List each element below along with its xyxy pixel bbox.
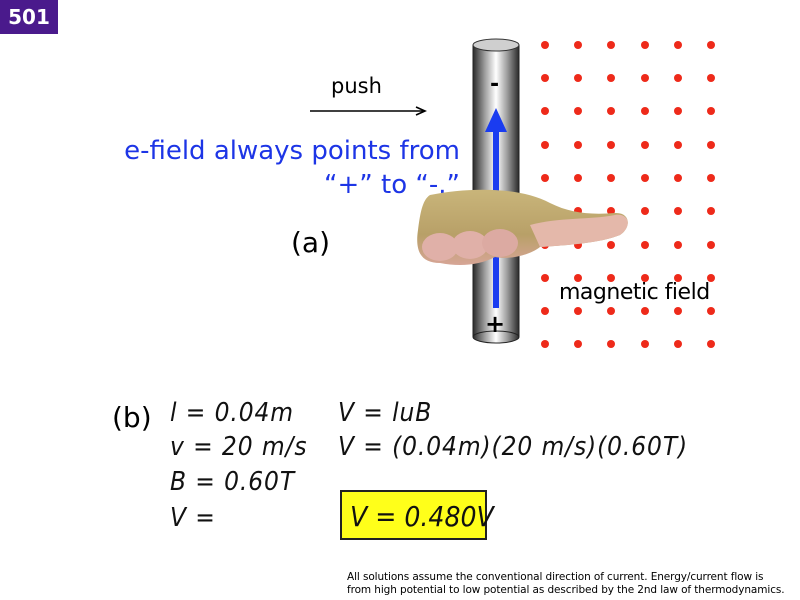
field-dot [574, 174, 582, 182]
field-dot [607, 74, 615, 82]
field-dot [641, 174, 649, 182]
field-dot [674, 274, 682, 282]
field-dot [541, 107, 549, 115]
given-voltage-unknown: V = [170, 503, 216, 533]
field-dot [574, 340, 582, 348]
field-dot [607, 41, 615, 49]
given-length: l = 0.04m [170, 398, 294, 428]
field-dot [707, 174, 715, 182]
field-dot [641, 141, 649, 149]
right-hand-image [417, 189, 628, 265]
field-dot [641, 207, 649, 215]
field-dot [607, 141, 615, 149]
field-dot [707, 274, 715, 282]
field-dot [674, 207, 682, 215]
field-dot [674, 74, 682, 82]
efield-caption: e-field always points from “+” to “-.” [124, 134, 460, 202]
field-dot [674, 340, 682, 348]
field-dot [641, 107, 649, 115]
equation-formula: V = luB [338, 398, 433, 428]
equation-substitution: V = (0.04m)(20 m/s)(0.60T) [338, 432, 689, 462]
field-dot [607, 107, 615, 115]
push-label: push [331, 74, 382, 98]
field-dot [541, 141, 549, 149]
field-dot [641, 241, 649, 249]
field-dot [541, 340, 549, 348]
answer-value: V = 0.480V [350, 500, 494, 533]
efield-line-1: e-field always points from [124, 136, 460, 166]
field-dot [707, 340, 715, 348]
field-dot [607, 207, 615, 215]
field-dot [674, 107, 682, 115]
footnote-line-2: from high potential to low potential as … [347, 584, 785, 596]
field-dot [674, 174, 682, 182]
field-dot [574, 107, 582, 115]
field-dot [707, 74, 715, 82]
field-dot [607, 340, 615, 348]
field-dot [674, 307, 682, 315]
rod-positive-sign: + [485, 310, 506, 338]
field-dot [641, 340, 649, 348]
push-arrow-icon [310, 106, 427, 116]
field-dot [574, 41, 582, 49]
field-dot [541, 274, 549, 282]
field-dot [607, 174, 615, 182]
given-field: B = 0.60T [170, 467, 296, 497]
field-dot [541, 307, 549, 315]
magnetic-field-label: magnetic field [559, 280, 710, 305]
field-dot [574, 141, 582, 149]
field-dot [707, 207, 715, 215]
slide-number-badge: 501 [0, 0, 58, 34]
footnote-line-1: All solutions assume the conventional di… [347, 571, 764, 583]
field-dot [574, 274, 582, 282]
field-dot [641, 74, 649, 82]
field-dot [641, 41, 649, 49]
field-dot [607, 274, 615, 282]
field-dot [574, 307, 582, 315]
field-dot [674, 241, 682, 249]
answer-box: V = 0.480V [340, 490, 494, 540]
part-b-label: (b) [112, 401, 152, 434]
field-dot [674, 141, 682, 149]
field-dot [707, 107, 715, 115]
field-dot [541, 74, 549, 82]
field-dot [707, 307, 715, 315]
field-dot [707, 41, 715, 49]
field-dot [574, 74, 582, 82]
field-dot [674, 41, 682, 49]
field-dot [541, 174, 549, 182]
field-dot [541, 41, 549, 49]
field-dot [607, 307, 615, 315]
field-dot [607, 241, 615, 249]
field-dot [707, 141, 715, 149]
given-velocity: v = 20 m/s [170, 432, 308, 462]
part-a-label: (a) [291, 226, 331, 259]
field-dot [707, 241, 715, 249]
footnote: All solutions assume the conventional di… [347, 571, 785, 597]
field-dot [641, 274, 649, 282]
field-dot [641, 307, 649, 315]
rod-negative-sign: - [490, 72, 500, 97]
